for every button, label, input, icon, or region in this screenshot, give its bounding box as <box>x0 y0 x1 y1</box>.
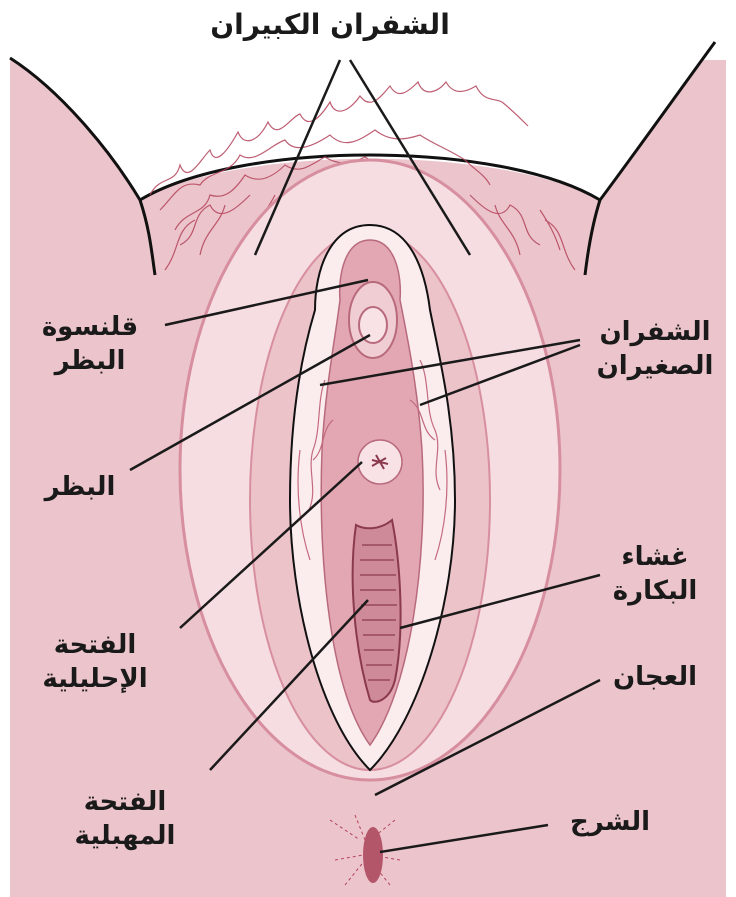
labia-majora-text: الشفران الكبيران <box>200 8 460 42</box>
label-urethral-opening: الفتحة الإحليلية <box>10 628 180 696</box>
hymen-line1: غشاء <box>590 540 720 574</box>
clitoris-text: البظر <box>30 470 130 504</box>
label-clitoris: البظر <box>30 470 130 504</box>
labia-minora-line2: الصغيران <box>580 349 730 383</box>
label-labia-minora: الشفران الصغيران <box>580 315 730 383</box>
label-clitoral-hood: قلنسوة البظر <box>10 310 170 378</box>
clitoral-hood-line2: البظر <box>10 344 170 378</box>
label-anus: الشرج <box>555 805 665 839</box>
labia-minora-line1: الشفران <box>580 315 730 349</box>
clitoral-hood-line1: قلنسوة <box>10 310 170 344</box>
vaginal-opening-line2: المهبلية <box>50 819 200 853</box>
urethral-opening-line2: الإحليلية <box>10 662 180 696</box>
hymen-line2: البكارة <box>590 574 720 608</box>
label-hymen: غشاء البكارة <box>590 540 720 608</box>
label-vaginal-opening: الفتحة المهبلية <box>50 785 200 853</box>
label-perineum: العجان <box>595 660 715 694</box>
vaginal-opening-line1: الفتحة <box>50 785 200 819</box>
urethral-opening-line1: الفتحة <box>10 628 180 662</box>
perineum-text: العجان <box>595 660 715 694</box>
label-labia-majora: الشفران الكبيران <box>200 8 460 42</box>
anus-text: الشرج <box>555 805 665 839</box>
